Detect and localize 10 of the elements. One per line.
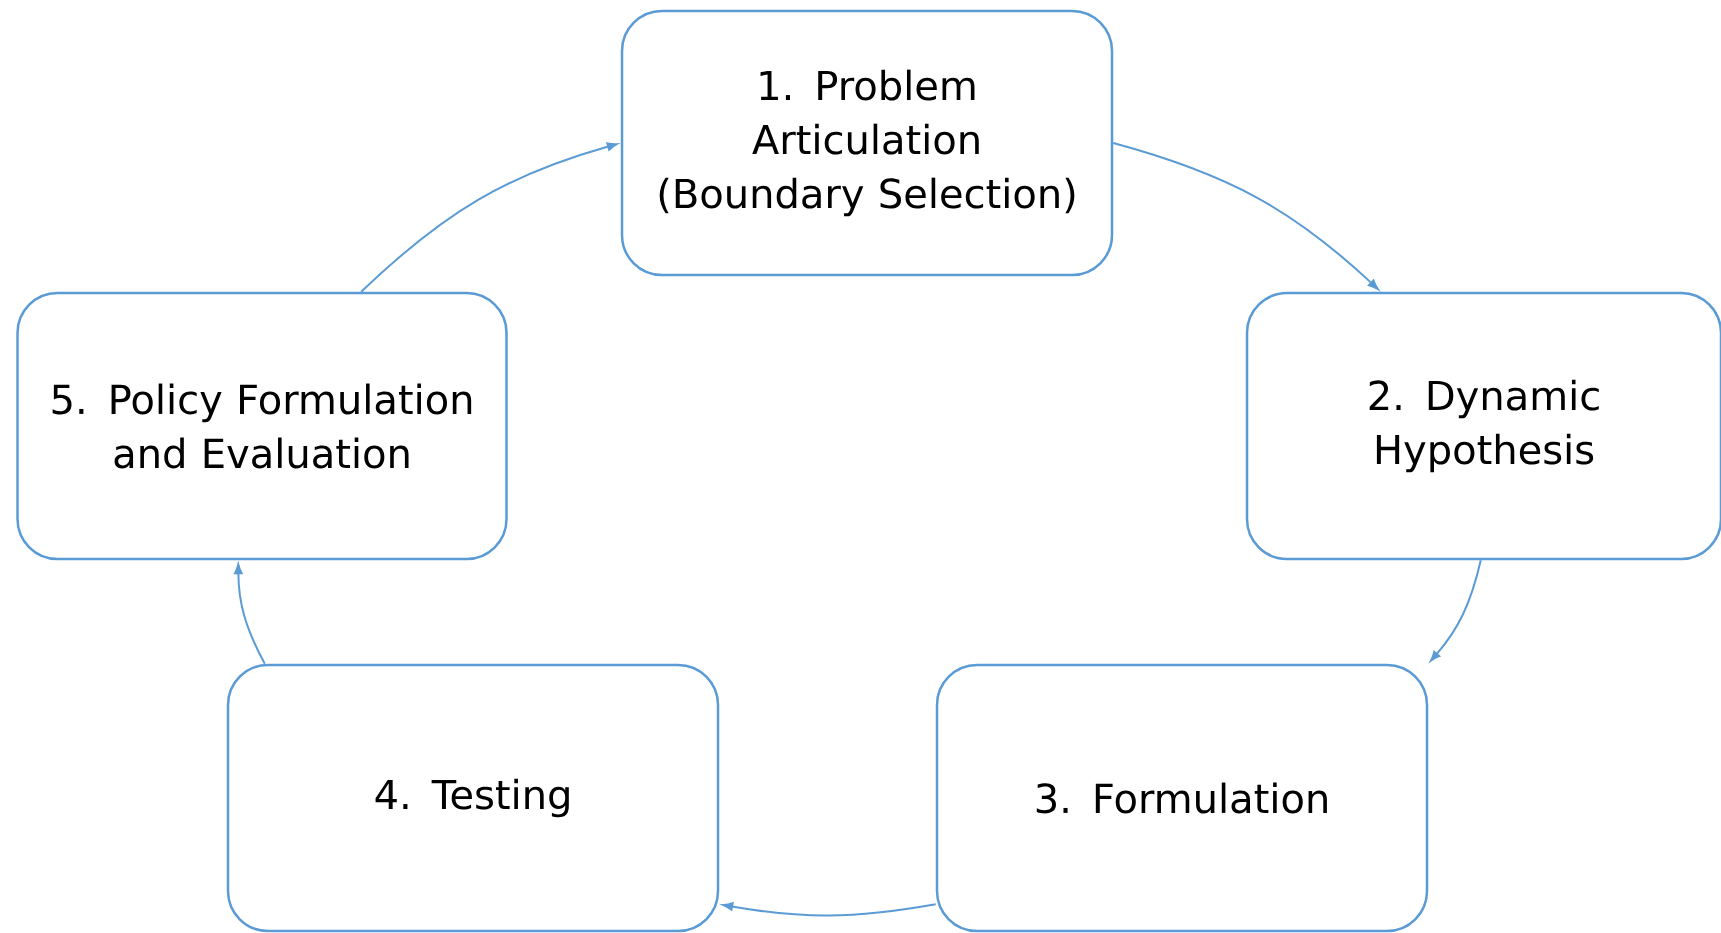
process-box: 2. Dynamic Hypothesis xyxy=(1245,291,1721,561)
process-box: 5. Policy Formulation and Evaluation xyxy=(16,291,508,561)
arrow xyxy=(722,902,937,917)
process-box: 1. Problem Articulation (Boundary Selection) xyxy=(620,9,1114,277)
process-box: 4. Testing xyxy=(226,663,720,933)
arrow xyxy=(1112,142,1379,290)
arrow xyxy=(234,563,266,665)
arrow xyxy=(1430,559,1482,662)
process-box: 3. Formulation xyxy=(935,663,1429,933)
arrow xyxy=(360,142,618,293)
